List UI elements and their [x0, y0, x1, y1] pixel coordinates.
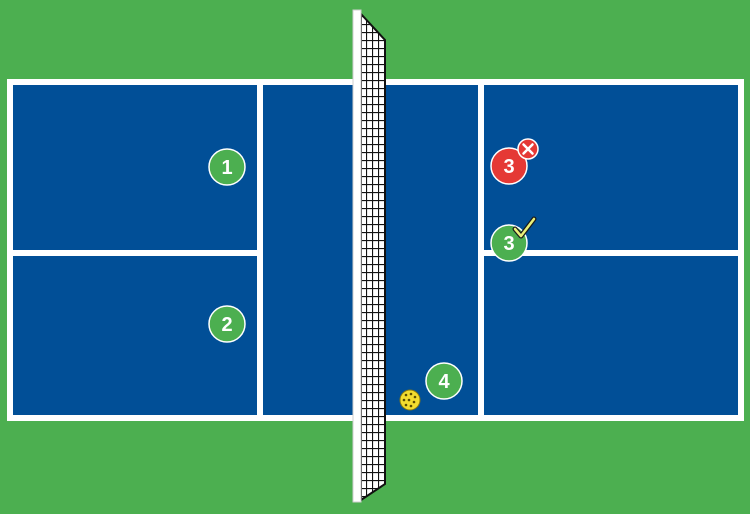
x-icon: [517, 138, 539, 160]
player-marker-3-correct-label: 3: [503, 233, 514, 255]
player-marker-3-incorrect: 3: [490, 138, 539, 185]
net-post: [352, 9, 362, 503]
player-marker-1: 1: [208, 148, 246, 186]
net: [352, 9, 386, 503]
check-icon: [512, 216, 537, 239]
net-mesh: [360, 11, 386, 502]
player-marker-2: 2: [208, 305, 246, 343]
player-marker-3-incorrect-label: 3: [503, 156, 514, 178]
player-marker-2-label: 2: [221, 314, 232, 336]
player-marker-4: 4: [425, 362, 463, 400]
player-marker-4-label: 4: [438, 371, 450, 393]
player-marker-3-correct: 3: [490, 216, 537, 262]
pickleball-icon: [399, 389, 421, 411]
player-marker-1-label: 1: [221, 157, 232, 179]
